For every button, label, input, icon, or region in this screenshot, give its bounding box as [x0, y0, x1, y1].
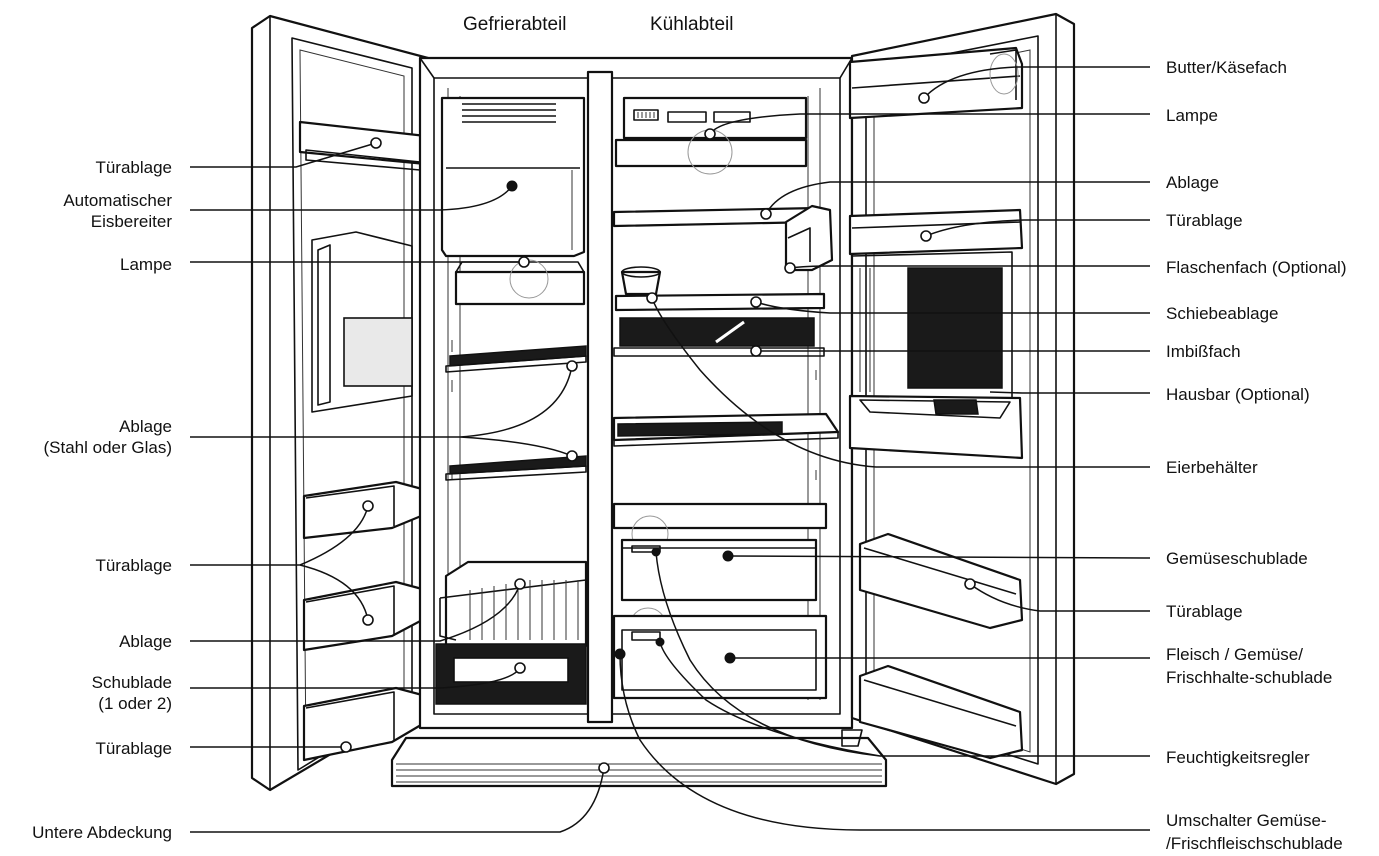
- vegetable-drawer: [622, 540, 816, 600]
- label-butter-bin: Butter/Käsefach: [1166, 58, 1287, 77]
- label-door-bin-1: Türablage: [95, 158, 172, 177]
- label-snack-drawer: Imbißfach: [1166, 342, 1241, 361]
- label-bottom-cover: Untere Abdeckung: [32, 823, 172, 842]
- label-freezer-drawer-line2: (1 oder 2): [98, 694, 172, 713]
- label-freezer-shelf-line1: Ablage: [119, 417, 172, 436]
- label-home-bar: Hausbar (Optional): [1166, 385, 1310, 404]
- label-drawer-switch-line2: /Frischfleischschublade: [1166, 834, 1343, 853]
- egg-container-cup: [622, 267, 660, 294]
- heading-fridge: Kühlabteil: [650, 14, 733, 35]
- label-meat-drawer-line2: Frischhalte-schublade: [1166, 668, 1332, 687]
- right-labels: Butter/Käsefach Lampe Ablage Türablage F…: [1166, 58, 1346, 853]
- label-fridge-shelf: Ablage: [1166, 173, 1219, 192]
- label-freezer-drawer-line1: Schublade: [92, 673, 172, 692]
- label-meat-drawer-line1: Fleisch / Gemüse/: [1166, 645, 1303, 664]
- freezer-drawer: [436, 644, 586, 704]
- label-vegetable-drawer: Gemüseschublade: [1166, 549, 1308, 568]
- label-freezer-lamp: Lampe: [120, 255, 172, 274]
- label-door-bin-2: Türablage: [95, 556, 172, 575]
- right-door-bin-2: [850, 396, 1022, 458]
- label-right-door-bin-3: Türablage: [1166, 602, 1243, 621]
- label-ice-maker-line1: Automatischer: [63, 191, 172, 210]
- heading-freezer: Gefrierabteil: [463, 14, 567, 35]
- label-bottle-rack: Flaschenfach (Optional): [1166, 258, 1346, 277]
- label-freezer-shelf-line2: (Stahl oder Glas): [44, 438, 173, 457]
- label-right-door-bin-1: Türablage: [1166, 211, 1243, 230]
- refrigerator-illustration: [252, 14, 1074, 790]
- label-slide-shelf: Schiebeablage: [1166, 304, 1278, 323]
- label-ice-maker-line2: Eisbereiter: [91, 212, 173, 231]
- label-door-bin-4: Türablage: [95, 739, 172, 758]
- label-fridge-lamp: Lampe: [1166, 106, 1218, 125]
- left-labels: Türablage Automatischer Eisbereiter Lamp…: [32, 158, 172, 842]
- label-freezer-basket: Ablage: [119, 632, 172, 651]
- label-egg-container: Eierbehälter: [1166, 458, 1258, 477]
- meat-vegetable-drawer: [614, 616, 826, 698]
- label-humidity-control: Feuchtigkeitsregler: [1166, 748, 1310, 767]
- label-drawer-switch-line1: Umschalter Gemüse-: [1166, 811, 1327, 830]
- ice-maker: [442, 98, 584, 256]
